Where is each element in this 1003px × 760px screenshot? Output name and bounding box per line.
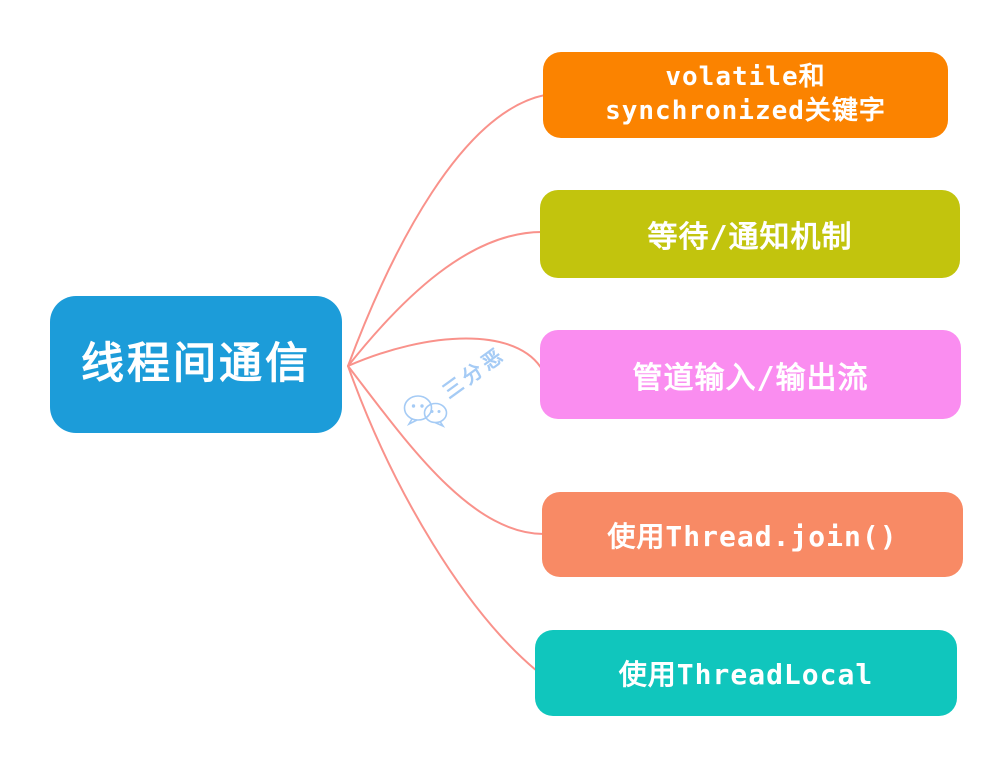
edge-root-to-branch-4 bbox=[347, 365, 545, 535]
watermark-text: 三分恶 bbox=[437, 341, 511, 404]
branch-topic-wait-notify[interactable]: 等待/通知机制 bbox=[540, 190, 960, 278]
root-topic-label: 线程间通信 bbox=[81, 338, 311, 389]
edge-root-to-branch-5 bbox=[347, 365, 538, 672]
edge-root-to-branch-3 bbox=[347, 337, 544, 372]
branch-topic-label: 使用ThreadLocal bbox=[618, 658, 874, 691]
branch-topic-label-line1: volatile和 bbox=[665, 62, 826, 93]
branch-topic-label: 管道输入/输出流 bbox=[632, 360, 869, 396]
branch-topic-label: 等待/通知机制 bbox=[647, 220, 853, 255]
branch-topic-label: 使用Thread.join() bbox=[607, 519, 898, 553]
branch-topic-label-line2: synchronized关键字 bbox=[605, 96, 886, 126]
branch-topic-piped-streams[interactable]: 管道输入/输出流 bbox=[540, 330, 961, 419]
branch-topic-thread-join[interactable]: 使用Thread.join() bbox=[542, 492, 963, 577]
branch-topic-threadlocal[interactable]: 使用ThreadLocal bbox=[535, 630, 957, 716]
branch-topic-volatile-synchronized[interactable]: volatile和 synchronized关键字 bbox=[543, 52, 948, 138]
edge-root-to-branch-2 bbox=[347, 231, 543, 367]
root-topic-thread-communication[interactable]: 线程间通信 bbox=[50, 296, 342, 433]
watermark: 三分恶 bbox=[398, 342, 538, 435]
edge-root-to-branch-1 bbox=[347, 94, 546, 367]
wechat-icon bbox=[403, 395, 448, 428]
